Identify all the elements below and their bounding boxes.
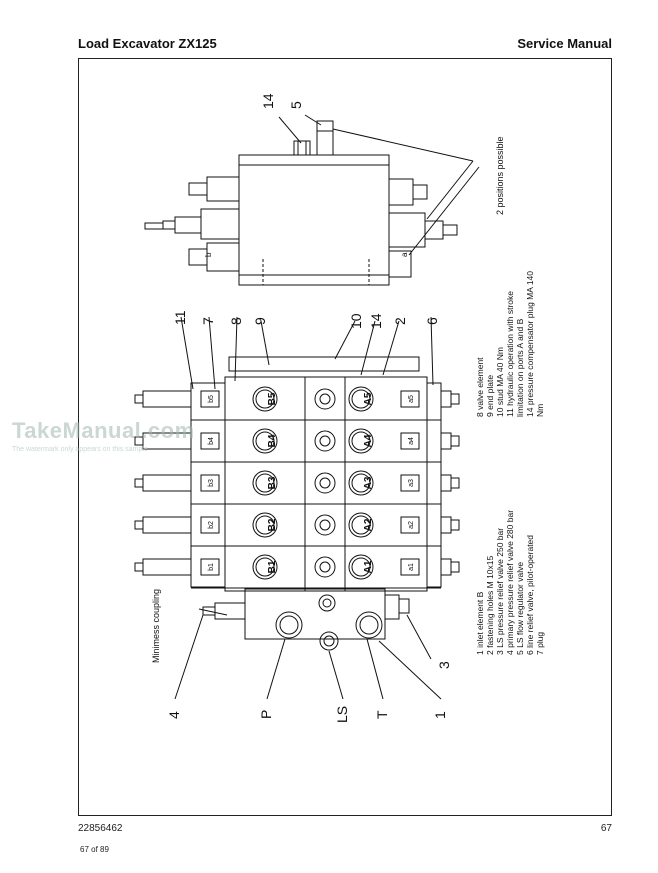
callout-2: 2 — [392, 317, 408, 325]
callout-3: 3 — [436, 661, 452, 669]
valve-section: B1 A1 b1 a1 — [134, 554, 460, 589]
callout-11: 11 — [172, 310, 188, 325]
callout-14: 14 — [368, 313, 384, 329]
pilot-port-a: a3 — [408, 479, 415, 487]
callout-P: P — [258, 710, 274, 719]
pilot-port-a: a4 — [408, 437, 415, 445]
pilot-port-b: b3 — [208, 479, 215, 487]
legend-item: 14 pressure compensator plug MA 140 — [525, 271, 535, 417]
port-label-b: b — [204, 252, 213, 257]
legend-item: 6 line relief valve, pilot-operated — [525, 535, 535, 655]
pilot-port-a: a5 — [408, 395, 415, 403]
page-number: 67 — [600, 823, 612, 834]
valve-section: B3 A3 b3 a3 — [134, 470, 460, 505]
manual-type: Service Manual — [517, 36, 612, 51]
port-label-b: B4 — [267, 434, 278, 447]
legend-item: 4 primary pressure relief valve 280 bar — [505, 510, 515, 655]
legend-item: 10 stud MA 40 Nm — [495, 347, 505, 417]
pilot-port-b: b2 — [208, 521, 215, 529]
page-of-total: 67 of 89 — [80, 845, 109, 854]
legend-item: 3 LS pressure relief valve 250 bar — [495, 528, 505, 655]
legend-item: limitation on ports A and B — [515, 318, 525, 417]
valve-section: B4 A4 b4 a4 — [134, 428, 460, 463]
valve-section: B2 A2 b2 a2 — [134, 512, 460, 547]
legend-item: 5 LS flow regulator valve — [515, 562, 525, 655]
port-label-b: B1 — [267, 560, 278, 573]
valve-section: B5 A5 b5 a5 — [134, 386, 460, 421]
port-label-a: A4 — [363, 434, 374, 447]
callout-T: T — [374, 710, 390, 719]
legend-item: 11 hydraulic operation with stroke — [505, 291, 515, 417]
legend-item: 8 valve element — [475, 357, 485, 417]
pilot-port-b: b1 — [208, 563, 215, 571]
port-label-a: a — [400, 252, 409, 257]
document-title: Load Excavator ZX125 — [78, 36, 217, 51]
callout-8: 8 — [228, 317, 244, 325]
callout-7: 7 — [200, 317, 216, 325]
port-label-a: A5 — [363, 392, 374, 405]
legend-item: 2 fastening holes M 10x15 — [485, 555, 495, 655]
positions-note: 2 positions possible — [495, 136, 505, 215]
top-callout-5: 5 — [288, 101, 304, 109]
document-number: 22856462 — [78, 823, 123, 834]
port-label-b: B2 — [267, 518, 278, 531]
inlet-element — [244, 588, 386, 640]
callout-1: 1 — [432, 711, 448, 719]
callout-4: 4 — [166, 711, 182, 719]
callout-10: 10 — [348, 313, 364, 329]
callout-9: 9 — [252, 317, 268, 325]
port-label-a: A3 — [363, 476, 374, 489]
pilot-port-b: b4 — [208, 437, 215, 445]
legend-item: 9 end plate — [485, 375, 495, 417]
flow-regulator-plug — [316, 120, 334, 156]
svg-text:5: 5 — [288, 101, 304, 109]
port-label-a: A1 — [363, 560, 374, 573]
end-plate — [228, 356, 420, 372]
port-label-a: A2 — [363, 518, 374, 531]
svg-text:14: 14 — [260, 93, 276, 109]
port-label-b: B3 — [267, 476, 278, 489]
minimess-coupling-label: Minimess coupling — [151, 589, 161, 663]
pilot-port-a: a2 — [408, 521, 415, 529]
pilot-port-b: b5 — [208, 395, 215, 403]
callout-6: 6 — [424, 317, 440, 325]
pilot-port-a: a1 — [408, 563, 415, 571]
port-label-b: B5 — [267, 392, 278, 405]
legend-item: 7 plug — [535, 632, 545, 655]
legend-item: Nm — [535, 404, 545, 417]
top-callout-14: 14 — [260, 93, 276, 109]
upper-valve-body — [238, 154, 390, 286]
callout-LS: LS — [334, 706, 350, 723]
legend-item: 1 inlet element B — [475, 591, 485, 655]
